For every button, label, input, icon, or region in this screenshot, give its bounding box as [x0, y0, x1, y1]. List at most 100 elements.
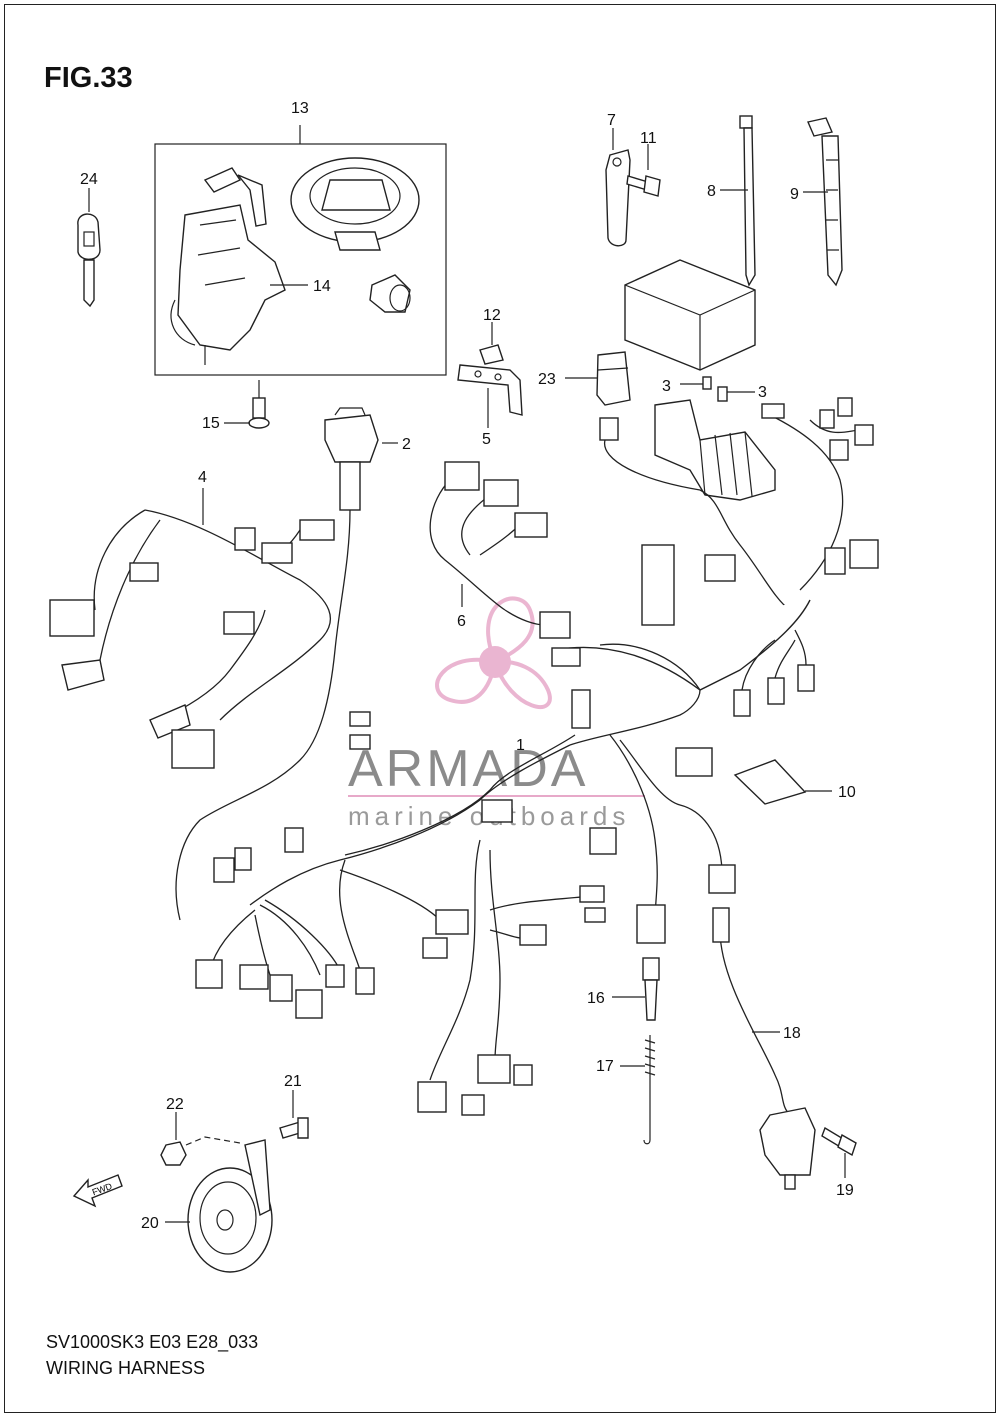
- label-10: [733, 759, 807, 805]
- connector-4i: [171, 729, 215, 769]
- callout-13: 13: [291, 100, 309, 117]
- brake-switch-16: [636, 904, 666, 1021]
- connector-l6: [355, 967, 375, 995]
- connector-m4: [579, 885, 605, 903]
- callout-19: 19: [836, 1182, 854, 1199]
- connector-l4: [295, 989, 323, 1019]
- connector-s4: [349, 711, 371, 727]
- fusebox-body: [654, 399, 776, 501]
- connector-4d: [234, 527, 256, 551]
- main-harness-upper: [554, 599, 811, 691]
- horn-20: [187, 1139, 273, 1273]
- ignition-switch-group: [154, 143, 447, 376]
- connector-r2: [675, 747, 713, 777]
- cable-tie-8: [739, 115, 756, 287]
- connector-h6d: [539, 611, 571, 639]
- callout-1: 1: [516, 737, 525, 754]
- forward-direction-arrow: FWD: [72, 1174, 123, 1208]
- callout-15: 15: [202, 415, 220, 432]
- harness-6: [429, 479, 506, 611]
- connector-4g: [223, 611, 255, 635]
- connector-s11: [767, 677, 785, 705]
- relay-23: [596, 351, 631, 406]
- fuse-3b: [717, 386, 728, 402]
- connector-l10: [513, 1064, 533, 1086]
- callout-14: 14: [313, 278, 331, 295]
- connector-4a: [49, 599, 95, 637]
- cable-tie-9: [807, 117, 843, 287]
- connector-h6a: [444, 461, 480, 491]
- connector-c: [829, 439, 849, 461]
- callout-3a: 3: [662, 378, 671, 395]
- connector-s12: [797, 664, 815, 692]
- callout-17: 17: [596, 1058, 614, 1075]
- connector-g: [849, 539, 879, 569]
- callout-3b: 3: [758, 384, 767, 401]
- connector-f: [837, 397, 853, 417]
- connector-4h: [149, 704, 191, 739]
- connector-s2: [234, 847, 252, 871]
- fusebox-cover: [624, 259, 756, 371]
- callout-5: 5: [482, 431, 491, 448]
- connector-r1: [708, 864, 736, 894]
- connector-s7: [571, 689, 591, 729]
- callout-16: 16: [587, 990, 605, 1007]
- connector-4e: [261, 542, 293, 564]
- switch-18-lead: [719, 929, 791, 1116]
- connector-l7: [417, 1081, 447, 1113]
- spare-key: [77, 213, 101, 308]
- connector-a: [599, 417, 619, 441]
- connector-r3: [589, 827, 617, 855]
- bolt-19: [821, 1126, 857, 1157]
- callout-22: 22: [166, 1096, 184, 1113]
- connector-l1: [195, 959, 223, 989]
- connector-4f: [299, 519, 335, 541]
- connector-l2: [239, 964, 269, 990]
- connector-b: [761, 403, 785, 419]
- callout-6: 6: [457, 613, 466, 630]
- model-code: SV1000SK3 E03 E28_033: [46, 1332, 259, 1352]
- connector-e: [819, 409, 835, 429]
- connector-h: [824, 547, 846, 575]
- callout-9: 9: [790, 186, 799, 203]
- bolt-21: [279, 1117, 309, 1139]
- callout-2: 2: [402, 436, 411, 453]
- watermark-brand: ARMADA: [348, 740, 588, 798]
- callout-18: 18: [783, 1025, 801, 1042]
- connector-s6: [481, 799, 513, 823]
- connector-l5: [325, 964, 345, 988]
- connector-4b: [61, 659, 105, 691]
- connector-l8: [477, 1054, 511, 1084]
- connector-h6b: [483, 479, 519, 507]
- callout-7: 7: [607, 112, 616, 129]
- connector-s8: [551, 647, 581, 667]
- callout-24: 24: [80, 171, 98, 188]
- callout-8: 8: [707, 183, 716, 200]
- connector-big: [641, 544, 675, 626]
- connector-2: [324, 407, 379, 511]
- connector-s5: [349, 734, 371, 750]
- diagram-name: WIRING HARNESS: [46, 1358, 206, 1378]
- bolt-15: [248, 380, 270, 429]
- ignition-key-top: [203, 167, 242, 193]
- connector-s3: [284, 827, 304, 853]
- fuse-3a: [702, 376, 712, 390]
- connector-l3: [269, 974, 293, 1002]
- callout-10: 10: [838, 784, 856, 801]
- connector-h6c: [514, 512, 548, 538]
- connector-18: [712, 907, 730, 943]
- clamp-7: [605, 149, 631, 247]
- fwd-label: FWD: [91, 1181, 114, 1198]
- callout-23: 23: [538, 371, 556, 388]
- connector-s1: [213, 857, 235, 883]
- callout-20: 20: [141, 1215, 159, 1232]
- bracket-5: [457, 364, 523, 416]
- bolt-11: [626, 175, 661, 197]
- watermark-logo: [435, 596, 552, 709]
- connector-m3: [519, 924, 547, 946]
- connector-m2: [422, 937, 448, 959]
- callout-11: 11: [640, 130, 657, 147]
- ignition-switch-body: [177, 204, 286, 351]
- callout-4: 4: [198, 469, 207, 486]
